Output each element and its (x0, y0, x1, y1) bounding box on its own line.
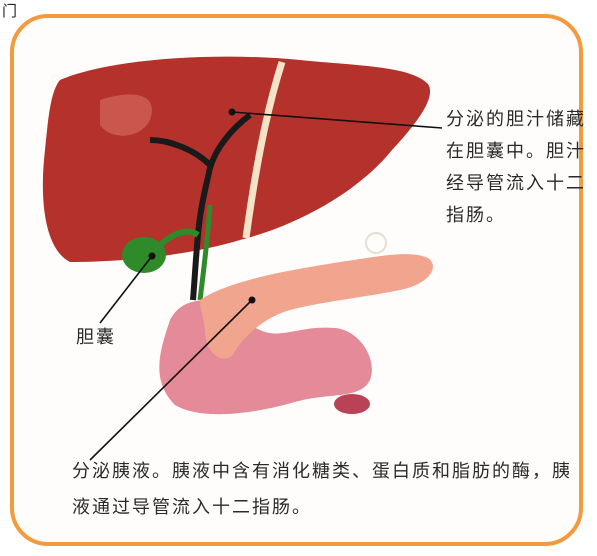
watermark (366, 233, 386, 253)
pancreas-note-text: 分泌胰液。胰液中含有消化糖类、蛋白质和脂肪的酶，胰液通过导管流入十二指肠。 (72, 454, 582, 526)
duodenum-opening (334, 394, 370, 414)
gallbladder-leader-line (100, 256, 152, 323)
liver-leader-dot (229, 109, 236, 116)
liver-note-text: 分泌的胆汁储藏在胆囊中。胆汁经导管流入十二指肠。 (446, 104, 586, 232)
gallbladder-leader-dot (149, 253, 156, 260)
pancreas-leader-dot (249, 297, 256, 304)
liver-shape (43, 57, 430, 262)
gallbladder-label: 胆囊 (76, 322, 116, 354)
